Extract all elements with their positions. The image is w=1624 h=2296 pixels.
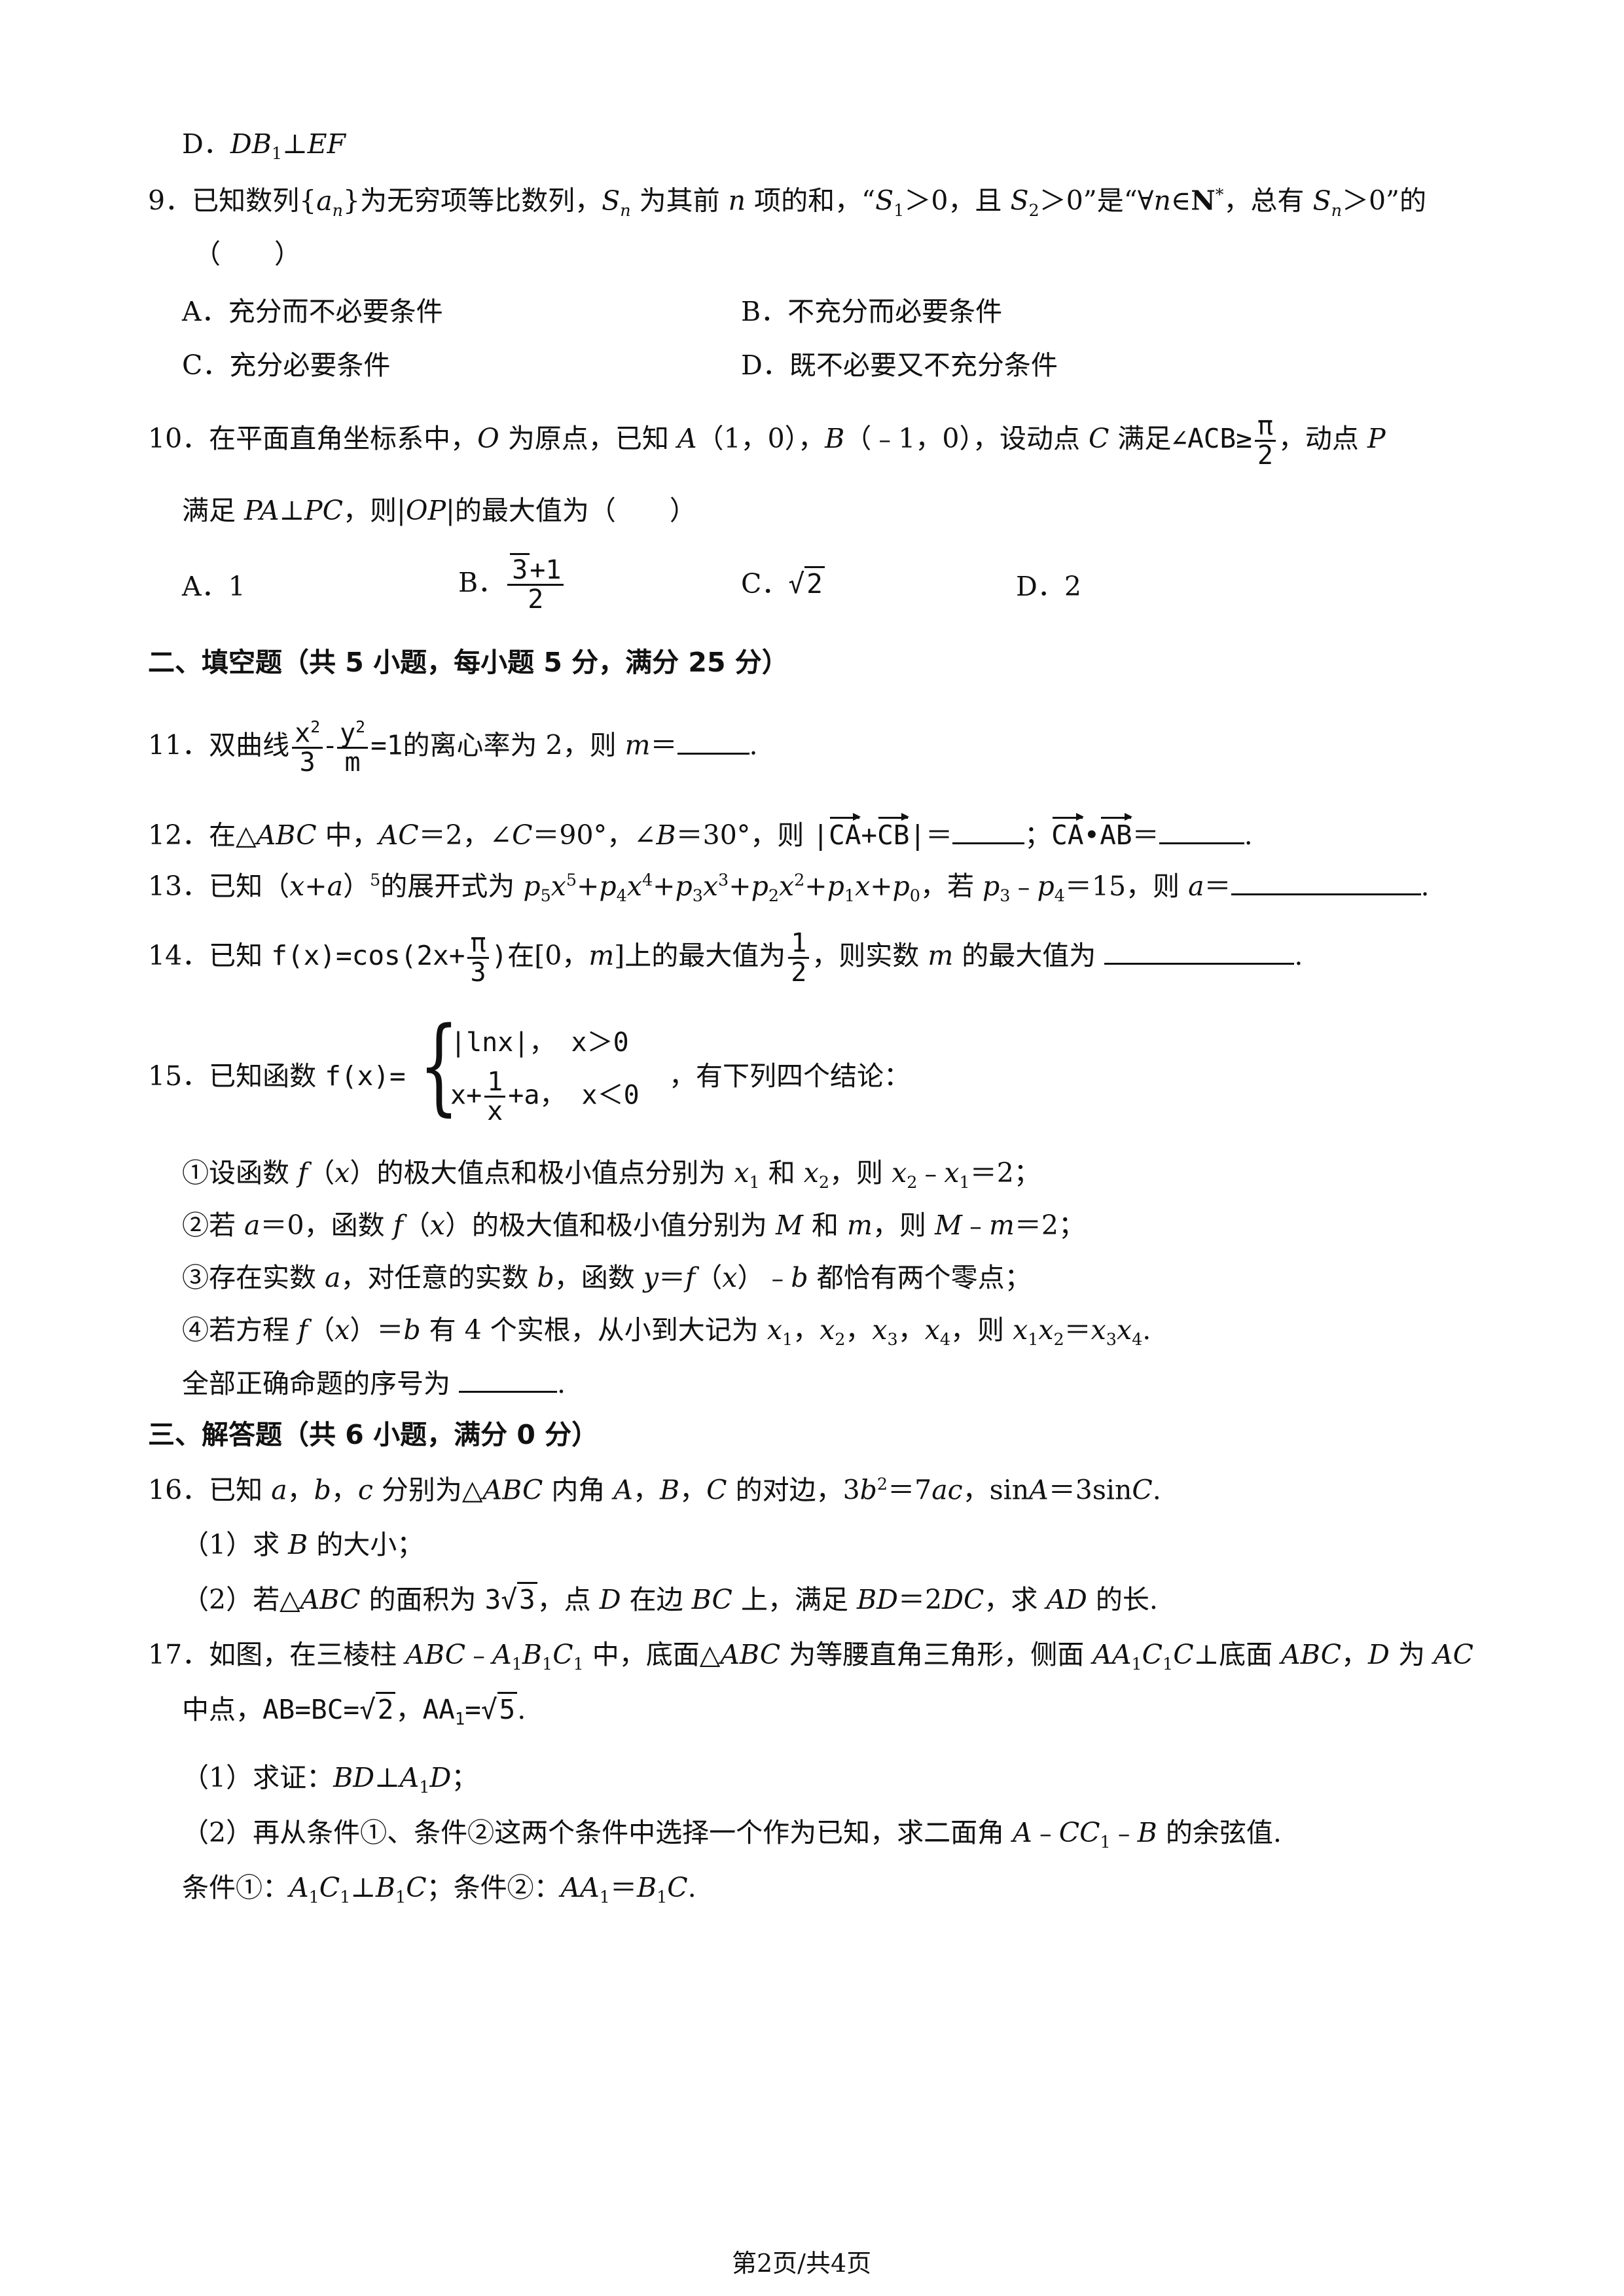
q14-number: 14．: [148, 940, 209, 971]
q17-conditions: 条件①：A1C1⊥B1C；条件②：AA1＝B1C.: [182, 1872, 696, 1907]
q15-lead: 15．已知函数 f(x)=: [148, 1060, 406, 1092]
q10-option-c: C．√2: [741, 566, 825, 600]
q15-number: 15．: [148, 1060, 209, 1092]
q16-number: 16．: [148, 1474, 209, 1506]
q17-number: 17．: [148, 1639, 209, 1670]
section3-heading: 三、解答题（共 6 小题，满分 0 分）: [148, 1419, 599, 1450]
q15-brace: {: [419, 1004, 460, 1126]
q15-closing: 全部正确命题的序号为 .: [182, 1367, 566, 1399]
q10-option-a: A．1: [182, 571, 245, 602]
q15-item-2: ②若 a＝0，函数 f（x）的极大值和极小值分别为 M 和 m，则 M﹣m＝2；: [182, 1210, 1085, 1241]
q16-part-1: （1）求 B 的大小；: [182, 1529, 424, 1560]
q17-stem2: 中点，AB=BC=√2，AA1=√5.: [182, 1692, 526, 1729]
q9-number: 9．: [148, 185, 192, 217]
q16-stem: 16．已知 a，b，c 分别为△ABC 内角 A，B，C 的对边，3b2＝7ac…: [148, 1474, 1161, 1506]
q8-option-d: D．DB1⊥EF: [182, 128, 346, 164]
q9-option-b: B．不充分而必要条件: [741, 296, 1003, 327]
q12-text: 12．在△ABC 中，AC＝2，∠C＝90°，∠B＝30°，则 |CA+CB|＝…: [148, 812, 1253, 852]
q11-number: 11．: [148, 729, 209, 761]
q16-part-2: （2）若△ABC 的面积为 3√3，点 D 在边 BC 上，满足 BD＝2DC，…: [182, 1582, 1158, 1616]
q15-func-name: f(x)=: [325, 1060, 406, 1092]
page-footer: 第2页/共4页: [732, 2249, 872, 2278]
q10-option-d: D．2: [1016, 571, 1081, 602]
q15-item-1: ①设函数 f（x）的极大值点和极小值点分别为 x1 和 x2，则 x2﹣x1＝2…: [182, 1157, 1041, 1193]
q10-stem: 10．在平面直角坐标系中，O 为原点，已知 A（1，0），B（﹣1，0），设动点…: [148, 411, 1386, 471]
q17-part-2: （2）再从条件①、条件②这两个条件中选择一个作为已知，求二面角 A﹣CC1﹣B …: [182, 1817, 1282, 1852]
q9-option-d: D．既不必要又不充分条件: [741, 350, 1058, 381]
q15-tail: ，有下列四个结论：: [669, 1060, 911, 1092]
q9-paren: （ ）: [194, 238, 301, 270]
q9-option-c: C．充分必要条件: [182, 350, 391, 381]
q10-number: 10．: [148, 423, 209, 454]
section2-heading: 二、填空题（共 5 小题，每小题 5 分，满分 25 分）: [148, 647, 789, 678]
q15-item-3: ③存在实数 a，对任意的实数 b，函数 y＝f（x）﹣b 都恰有两个零点；: [182, 1262, 1032, 1293]
q12-number: 12．: [148, 819, 209, 851]
q10-stem2: 满足 PA⊥PC，则|OP|的最大值为（ ）: [182, 495, 696, 526]
q9-option-a: A．充分而不必要条件: [182, 296, 443, 327]
q9-stem: 9．已知数列{an}为无穷项等比数列，Sn 为其前 n 项的和，“S1＞0，且 …: [148, 185, 1426, 220]
q17-stem: 17．如图，在三棱柱 ABC﹣A1B1C1 中，底面△ABC 为等腰直角三角形，…: [148, 1639, 1473, 1674]
q17-part-1: （1）求证：BD⊥A1D；: [182, 1762, 478, 1797]
q13-text: 13．已知（x+a）5的展开式为 p5x5+p4x4+p3x3+p2x2+p1x…: [148, 870, 1430, 906]
q15-item-4: ④若方程 f（x）＝b 有 4 个实根，从小到大记为 x1，x2，x3，x4，则…: [182, 1314, 1151, 1350]
q15-case1: |lnx|， x＞0: [450, 1028, 629, 1058]
q13-number: 13．: [148, 870, 209, 902]
